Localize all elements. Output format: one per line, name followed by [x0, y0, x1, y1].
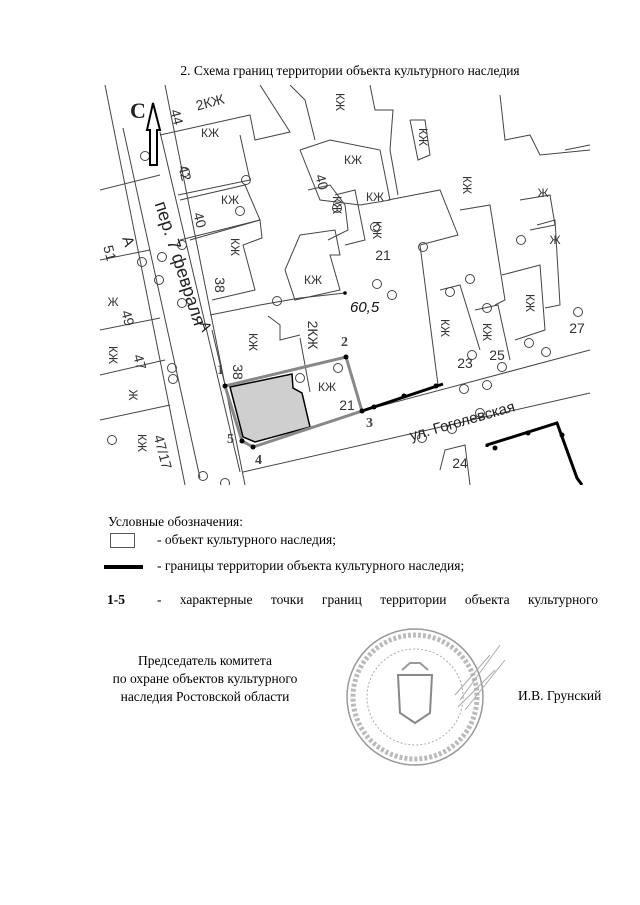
document-title: 2. Схема границ территории объекта культ…	[180, 63, 520, 78]
map-building-label: КЖ	[460, 175, 474, 195]
map-building-label: Ж	[549, 233, 561, 247]
map-tree-symbol	[418, 242, 428, 252]
legend-symbol-box	[110, 533, 135, 548]
map-building-label: Ж	[107, 295, 119, 309]
position-line: Председатель комитета	[138, 653, 272, 668]
map-tree-symbol	[332, 203, 342, 213]
map-building-label: 38	[212, 277, 228, 293]
point-label-4: 4	[255, 453, 262, 468]
map-building-label: КЖ	[228, 237, 242, 257]
map-building-label: КЖ	[370, 220, 384, 240]
map-tree-symbol	[482, 303, 492, 313]
map-tree-symbol	[467, 350, 477, 360]
map-tree-symbol	[447, 424, 457, 434]
map-building-label: КЖ	[343, 153, 363, 167]
north-label: С	[130, 98, 146, 123]
map-building-label: 21	[339, 397, 355, 413]
map-building-label: КЖ	[200, 126, 220, 140]
map-tree-symbol	[333, 363, 343, 373]
map-drawing	[100, 85, 590, 485]
map-tree-symbol	[198, 471, 208, 481]
map-tree-symbol	[524, 338, 534, 348]
signatory-position: Председатель комитета по охране объектов…	[60, 652, 350, 706]
map-building-label: КЖ	[106, 345, 120, 365]
map-tree-symbol	[482, 380, 492, 390]
map-building-label: КЖ	[220, 193, 240, 207]
north-arrow-icon	[145, 102, 162, 166]
map-tree-symbol	[177, 240, 187, 250]
map-building-label: 24	[452, 455, 468, 471]
map-tree-symbol	[459, 384, 469, 394]
map-building-label: 21	[375, 247, 391, 263]
heritage-building	[229, 373, 311, 443]
map-tree-symbol	[370, 222, 380, 232]
map-tree-symbol	[372, 279, 382, 289]
legend-symbol-line	[104, 565, 143, 569]
map-tree-symbol	[475, 408, 485, 418]
map-building-label: КЖ	[303, 273, 323, 287]
position-line: наследия Ростовской области	[120, 689, 290, 704]
map-tree-symbol	[177, 298, 187, 308]
adjacent-building-outline	[485, 421, 584, 485]
map-tree-symbol	[387, 290, 397, 300]
map-tree-symbol	[541, 347, 551, 357]
map-tree-symbol	[573, 307, 583, 317]
map-building-label: КЖ	[416, 127, 430, 147]
map-building-label: КЖ	[135, 433, 149, 453]
map-building-label: КЖ	[317, 380, 337, 394]
map-tree-symbol	[154, 275, 164, 285]
map-building-label: КЖ	[246, 332, 260, 352]
map-tree-symbol	[516, 235, 526, 245]
map-tree-symbol	[167, 363, 177, 373]
map-building-label: КЖ	[438, 318, 452, 338]
elevation-label: 60,5	[350, 299, 380, 316]
map-building-label: Ж	[126, 389, 140, 401]
map-tree-symbol	[168, 374, 178, 384]
legend-item-text: - объект культурного наследия;	[157, 532, 337, 547]
position-line: по охране объектов культурного	[112, 671, 298, 686]
legend-heading: Условные обозначения:	[108, 514, 244, 529]
map-building-label: КЖ	[330, 195, 344, 215]
map-building-label: Ж	[537, 186, 549, 200]
map-tree-symbol	[465, 274, 475, 284]
map-building-label: КЖ	[523, 293, 537, 313]
map-building-label: КЖ	[480, 322, 494, 342]
map-tree-symbol	[241, 175, 251, 185]
map-building-label: 25	[489, 347, 505, 363]
point-label-5: 5	[227, 432, 234, 447]
map-building-label: КЖ	[365, 190, 385, 204]
boundary-points	[222, 291, 565, 451]
point-label-2: 2	[341, 335, 348, 350]
map-tree-symbol	[497, 362, 507, 372]
map-tree-symbol	[445, 287, 455, 297]
map-building-label: КЖ	[333, 92, 347, 112]
map-tree-symbol	[107, 435, 117, 445]
map-tree-symbol	[295, 373, 305, 383]
site-boundary	[223, 355, 364, 449]
point-label-3: 3	[366, 416, 373, 431]
point-label-1: 1	[217, 363, 224, 378]
official-stamp	[346, 628, 506, 766]
map-building-label: 23	[457, 355, 473, 371]
map-tree-symbol	[180, 167, 190, 177]
map-building-label: 38	[230, 364, 246, 380]
legend-symbol-points: 1-5	[107, 592, 125, 607]
map-tree-symbol	[417, 433, 427, 443]
legend-item-text: - границы территории объекта культурного…	[157, 558, 465, 573]
map-tree-symbol	[157, 252, 167, 262]
map-tree-symbol	[235, 206, 245, 216]
signatory-name: И.В. Грунский	[518, 688, 602, 703]
map-tree-symbol	[137, 257, 147, 267]
map-tree-symbol	[272, 296, 282, 306]
map-base-lines	[100, 85, 590, 485]
map-building-label: 27	[569, 320, 585, 336]
map-tree-symbol	[220, 478, 230, 485]
legend-item-text: - характерные точки границ территории об…	[157, 592, 598, 607]
map-building-label: 2КЖ	[305, 320, 321, 350]
map-tree-symbol	[140, 151, 150, 161]
